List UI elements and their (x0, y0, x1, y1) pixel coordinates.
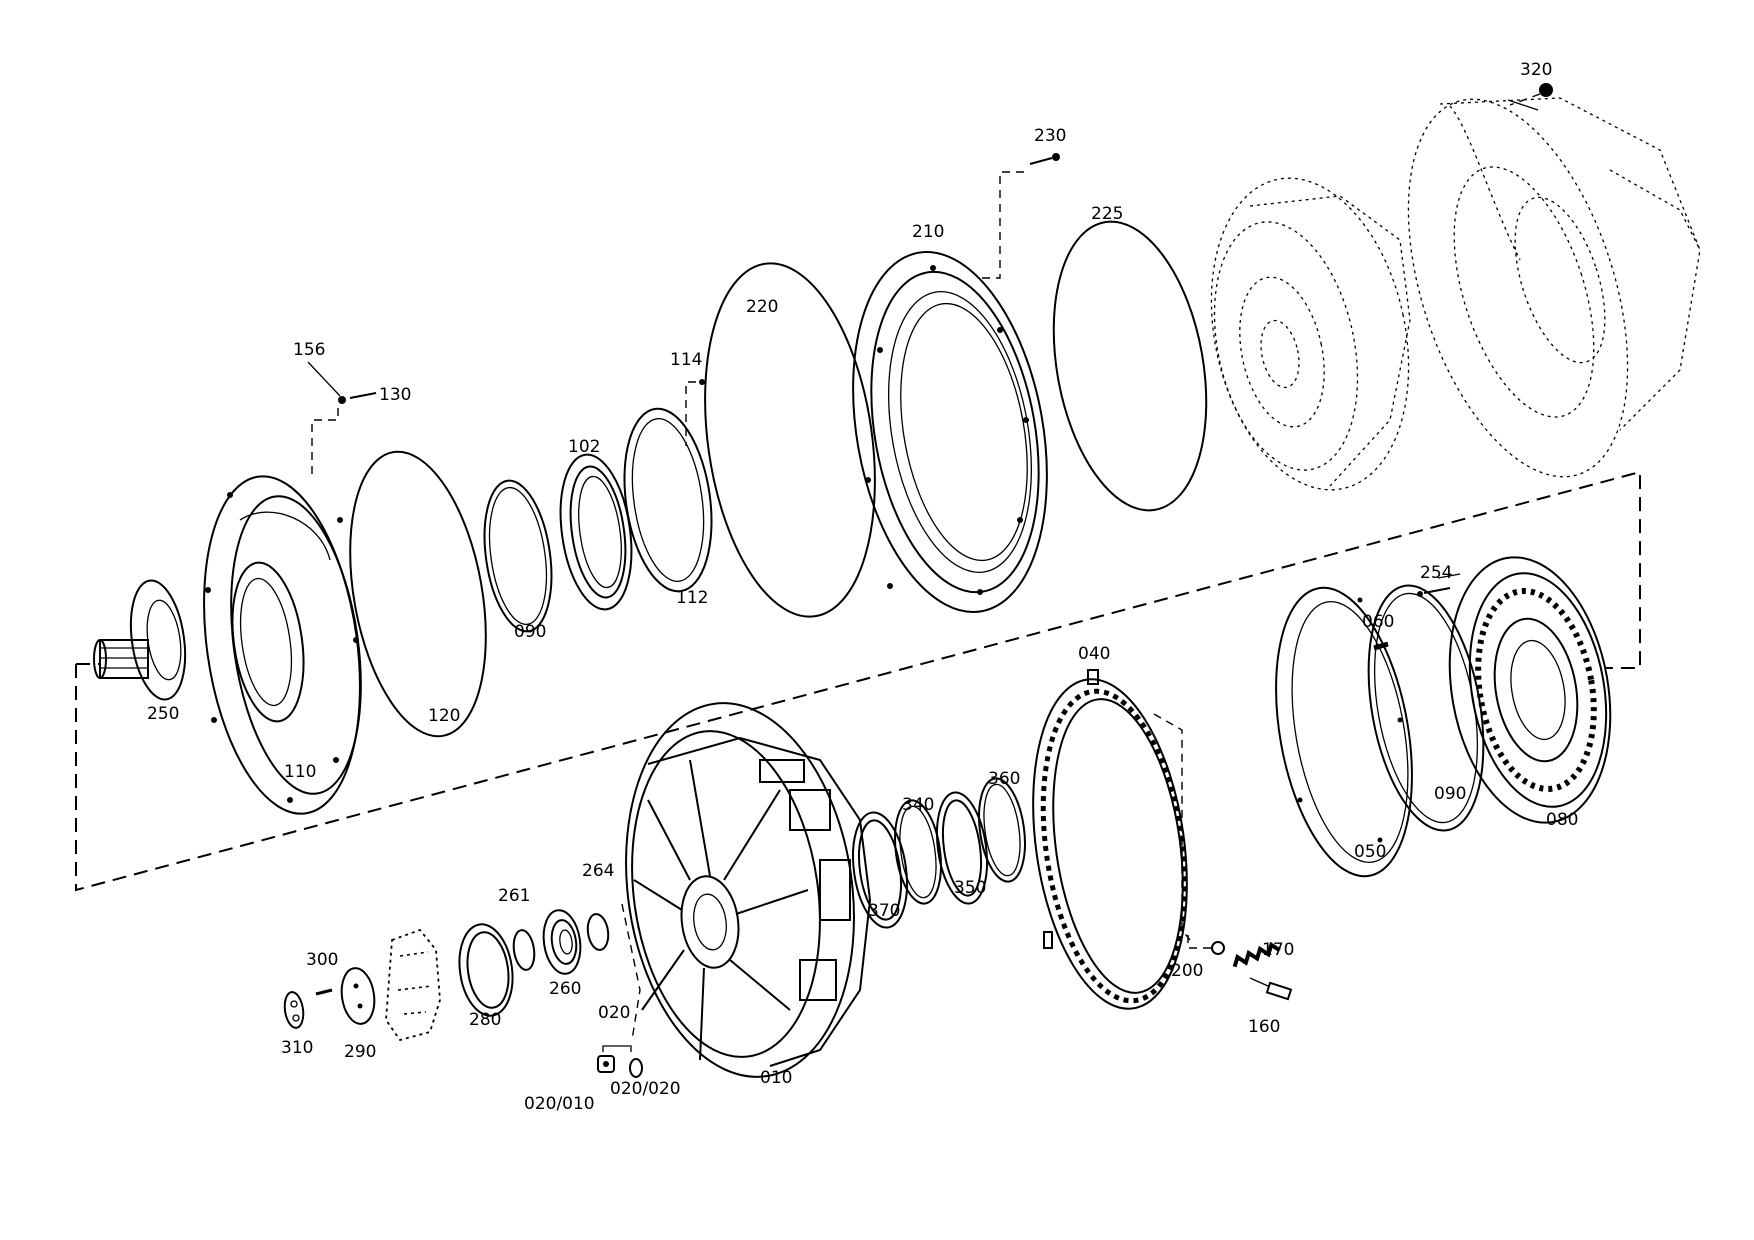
label-040: 040 (1078, 644, 1110, 664)
label-130: 130 (379, 385, 411, 405)
part-210-housing-ring (852, 251, 1048, 613)
part-250-shaft (93, 579, 187, 701)
label-250: 250 (147, 704, 179, 724)
label-350: 350 (954, 878, 986, 898)
part-020-010-fitting (597, 1055, 615, 1073)
part-010-leader (621, 903, 641, 1041)
label-200: 200 (1171, 961, 1203, 981)
label-170: 170 (1262, 940, 1294, 960)
label-320: 320 (1520, 60, 1552, 80)
label-260: 260 (549, 979, 581, 999)
label-280: 280 (469, 1010, 501, 1030)
part-220-o-ring (704, 262, 876, 618)
part-200-ball (1211, 941, 1225, 955)
label-310: 310 (281, 1038, 313, 1058)
label-020-020: 020/020 (610, 1079, 681, 1099)
label-110: 110 (284, 762, 316, 782)
label-156: 156 (293, 340, 325, 360)
label-220: 220 (746, 297, 778, 317)
part-261-o-ring (512, 929, 536, 971)
label-112: 112 (676, 588, 708, 608)
label-210: 210 (912, 222, 944, 242)
label-010: 010 (760, 1068, 792, 1088)
label-114: 114 (670, 350, 702, 370)
part-160-plug (1249, 977, 1293, 1001)
part-264-o-ring (586, 913, 610, 951)
part-225-o-ring (1052, 220, 1208, 512)
part-130-screw (307, 361, 377, 404)
label-230: 230 (1034, 126, 1066, 146)
label-370: 370 (868, 901, 900, 921)
label-050: 050 (1354, 842, 1386, 862)
part-340-ring (894, 799, 942, 905)
part-110-cover (203, 475, 362, 815)
label-300: 300 (306, 950, 338, 970)
part-350-ring (935, 791, 989, 905)
assembly-boundary-line (75, 470, 1641, 892)
part-114-pin (699, 379, 705, 385)
label-360: 360 (988, 769, 1020, 789)
part-040-leader (1153, 713, 1191, 941)
label-340: 340 (902, 795, 934, 815)
part-090-upper-ring (483, 479, 553, 633)
label-102: 102 (568, 437, 600, 457)
part-090-lower-ring (1367, 584, 1485, 832)
label-254: 254 (1420, 563, 1452, 583)
part-020-bracket (602, 1045, 632, 1052)
part-230-leader (980, 171, 1024, 279)
part-320-housing (1407, 97, 1701, 478)
part-290-cover (340, 967, 376, 1025)
part-200-leader (1187, 935, 1214, 949)
part-260-bearing (542, 909, 582, 975)
label-020-010: 020/010 (524, 1094, 595, 1114)
label-020: 020 (598, 1003, 630, 1023)
part-230-screw (1029, 153, 1060, 165)
part-156-leader (311, 404, 339, 474)
part-010-housing (625, 702, 872, 1078)
part-120-o-ring (349, 450, 487, 738)
part-114-leader (685, 381, 696, 446)
label-261: 261 (498, 886, 530, 906)
part-040-clutch-ring (1032, 669, 1188, 1010)
part-300-screw (315, 988, 333, 996)
label-120: 120 (428, 706, 460, 726)
label-160: 160 (1248, 1017, 1280, 1037)
part-370-ring (852, 811, 908, 929)
valve-block (385, 928, 441, 1042)
part-102-bearing (559, 453, 633, 611)
label-264: 264 (582, 861, 614, 881)
part-280-ring (458, 923, 514, 1017)
part-020-020-fitting (629, 1058, 643, 1078)
label-090-upper: 090 (514, 622, 546, 642)
label-290: 290 (344, 1042, 376, 1062)
part-320-plug (1539, 83, 1553, 97)
part-310-gasket (283, 991, 305, 1029)
part-050-end-plate (1275, 586, 1413, 878)
label-090-lower: 090 (1434, 784, 1466, 804)
part-360-ring (978, 777, 1026, 883)
label-060: 060 (1362, 612, 1394, 632)
label-225: 225 (1091, 204, 1123, 224)
part-170-spring (1232, 941, 1281, 968)
label-080: 080 (1546, 810, 1578, 830)
torque-converter (1210, 177, 1411, 491)
